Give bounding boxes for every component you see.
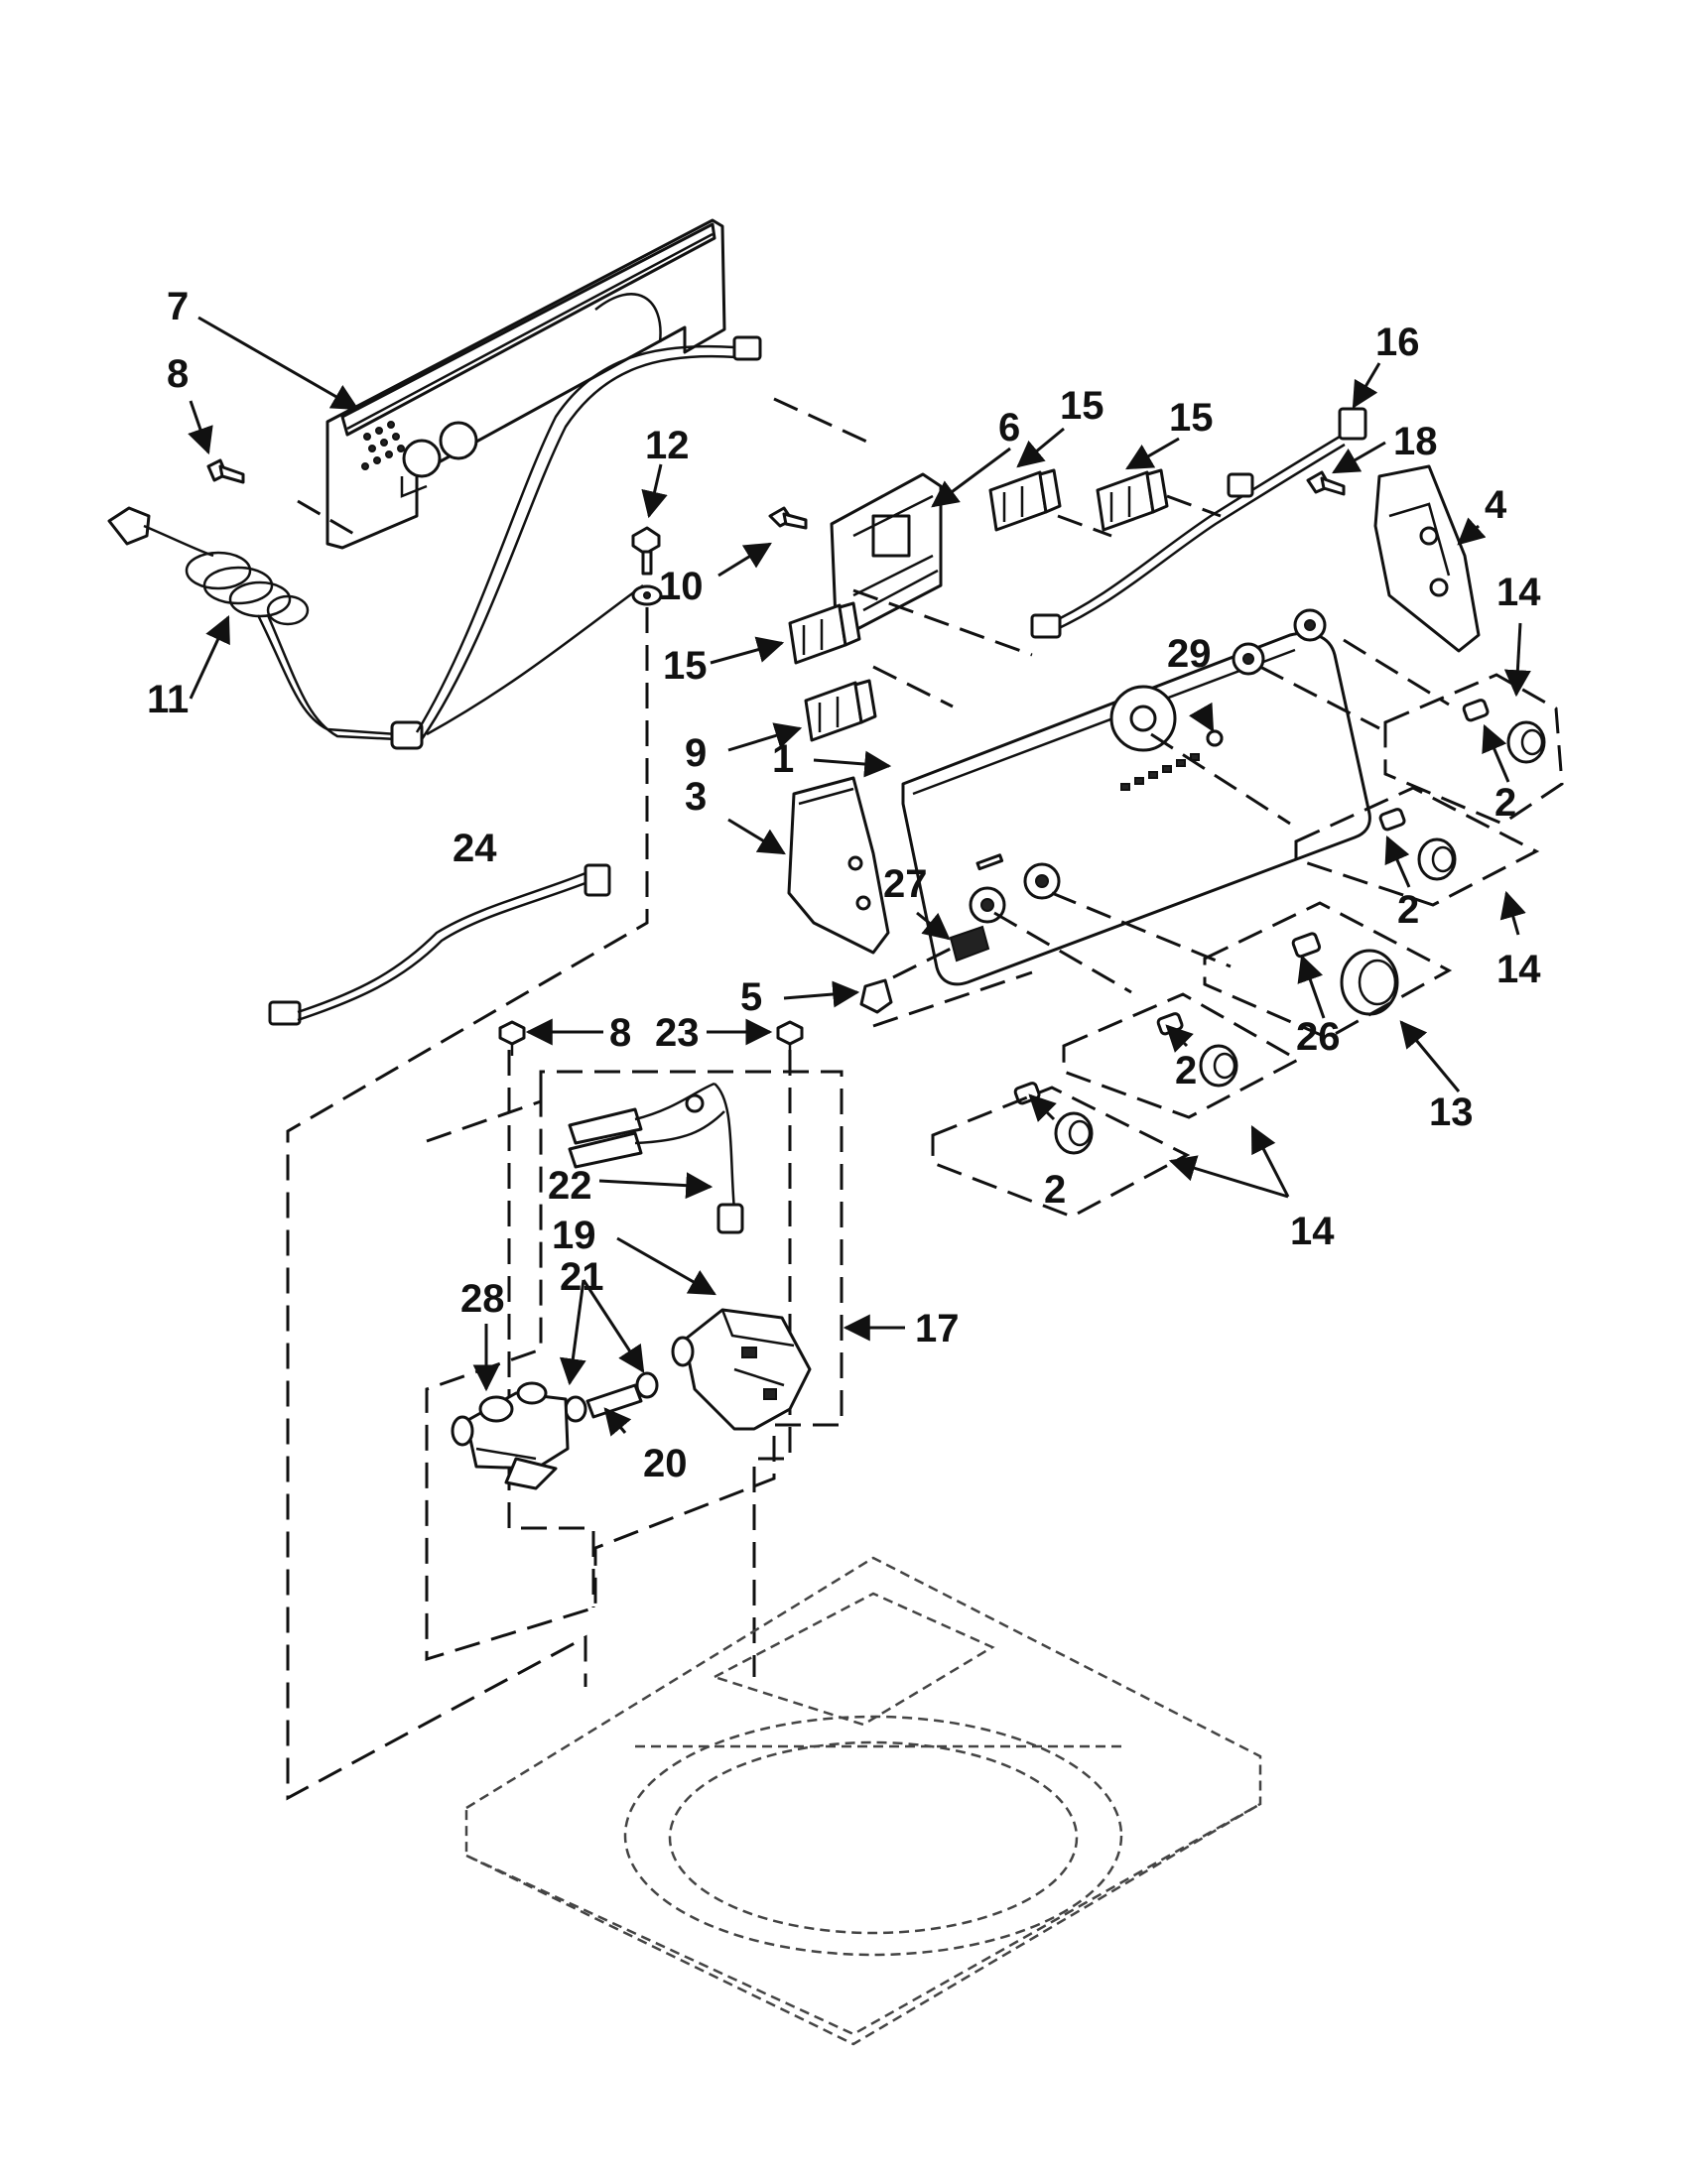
vent-holes <box>361 421 405 470</box>
kit-boxes <box>931 673 1564 1219</box>
callout-1: 1 <box>772 737 794 781</box>
screw-23 <box>776 1020 804 1056</box>
screw-8-lower <box>498 1020 526 1056</box>
callout-2-top-right: 2 <box>1494 781 1516 825</box>
indicator-lights <box>1120 753 1200 791</box>
water-inlet-kit <box>425 1070 844 1662</box>
callout-16: 16 <box>1375 321 1420 364</box>
switch-15-left <box>788 601 861 665</box>
cabinet-top <box>464 1556 1262 2046</box>
callout-18: 18 <box>1393 420 1438 463</box>
callout-15-right: 15 <box>1169 396 1214 440</box>
harness-24 <box>268 863 611 1026</box>
callout-2-left: 2 <box>1044 1168 1066 1212</box>
callout-7: 7 <box>167 285 189 328</box>
callout-19: 19 <box>552 1214 596 1257</box>
callout-14-mid: 14 <box>1496 948 1541 991</box>
knob-group-mid-right <box>1378 808 1457 881</box>
callout-12: 12 <box>645 424 690 467</box>
screw-18 <box>1306 470 1346 496</box>
part-27 <box>949 925 990 963</box>
callout-8-lower: 8 <box>609 1011 631 1055</box>
switch-15-right <box>1096 468 1169 532</box>
power-cord <box>107 506 424 750</box>
callout-24: 24 <box>453 827 497 870</box>
screw-10 <box>768 506 808 530</box>
leader-arrows <box>188 316 1531 1437</box>
hose-20 <box>585 1383 643 1419</box>
screw-12 <box>631 526 663 606</box>
callout-29: 29 <box>1167 632 1212 676</box>
callout-labels: 7 8 12 10 11 6 15 15 16 18 4 14 15 29 9 … <box>147 285 1541 1485</box>
knob-group-large <box>1291 932 1399 1016</box>
callout-14-top: 14 <box>1496 571 1541 614</box>
callout-6: 6 <box>998 406 1020 450</box>
harness-16 <box>1030 407 1367 639</box>
harness-22 <box>568 1082 744 1234</box>
clip-5 <box>859 978 893 1014</box>
callout-3: 3 <box>685 775 707 819</box>
callout-27: 27 <box>883 862 928 906</box>
callout-15-mid: 15 <box>1060 384 1104 428</box>
callout-14-bottom: 14 <box>1290 1210 1335 1253</box>
water-valve <box>451 1381 570 1490</box>
callout-21: 21 <box>560 1255 604 1299</box>
callout-2-mid: 2 <box>1175 1049 1197 1092</box>
callout-20: 20 <box>643 1442 688 1485</box>
callout-2-mid-right: 2 <box>1397 888 1419 932</box>
callout-13: 13 <box>1429 1091 1474 1134</box>
screw-8-top <box>206 458 245 484</box>
rear-panel <box>325 218 726 550</box>
callout-10: 10 <box>659 565 704 608</box>
assembly-leaders <box>286 397 1450 1801</box>
switch-15-mid <box>988 468 1062 532</box>
callout-5: 5 <box>740 975 762 1019</box>
part-29 <box>1206 729 1224 747</box>
switch-9 <box>804 679 877 742</box>
console-panel <box>901 608 1371 986</box>
callout-28: 28 <box>460 1277 505 1321</box>
callout-4: 4 <box>1485 483 1507 527</box>
callout-8-top: 8 <box>167 352 189 396</box>
end-cap-left <box>787 776 890 955</box>
knob-group-right <box>1462 699 1546 764</box>
callout-15-left: 15 <box>663 644 708 688</box>
end-cap-right <box>1373 464 1481 653</box>
ground-harness <box>415 335 762 740</box>
callout-11: 11 <box>147 678 189 721</box>
callout-26: 26 <box>1296 1015 1341 1059</box>
dispenser <box>671 1308 812 1431</box>
callout-22: 22 <box>548 1164 592 1208</box>
callout-17: 17 <box>915 1307 960 1350</box>
callout-9: 9 <box>685 731 707 775</box>
clamps-21 <box>564 1371 659 1423</box>
callout-23: 23 <box>655 1011 700 1055</box>
